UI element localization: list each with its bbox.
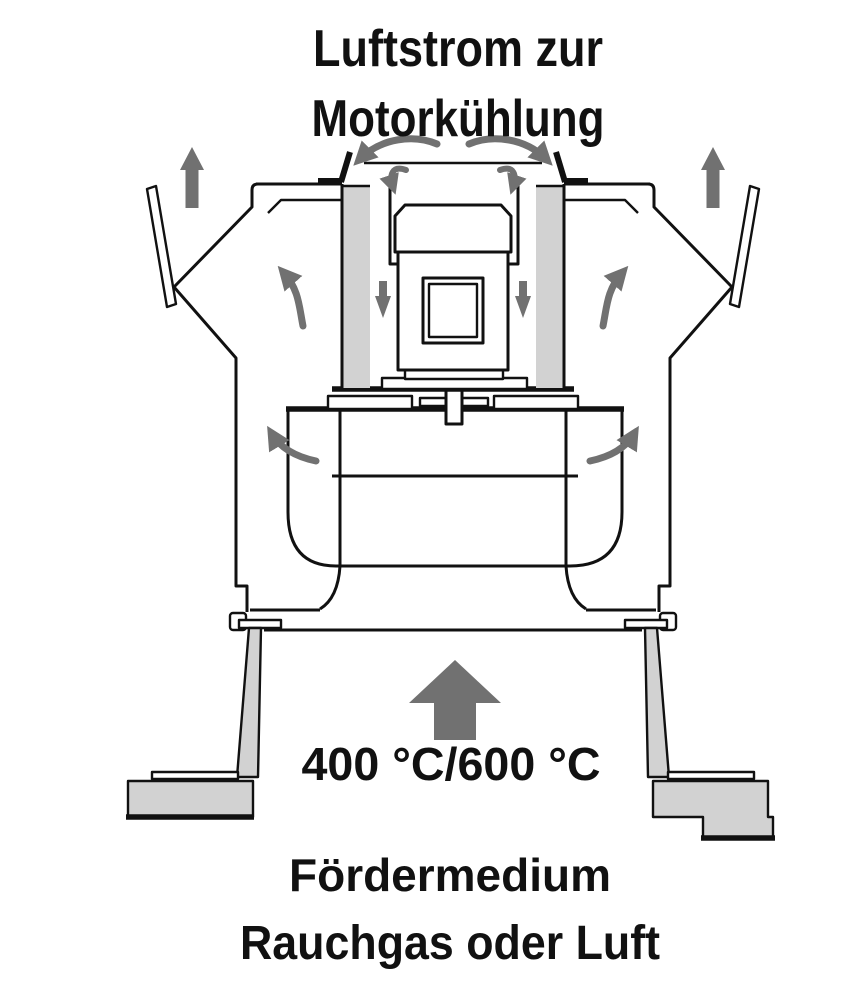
- curved-airflow-arrow-icon: [277, 265, 307, 330]
- left-bearing-tab: [418, 396, 448, 408]
- right-damper-flap: [553, 151, 568, 183]
- up-arrow-icon: [180, 147, 204, 208]
- left-mount-plate: [326, 394, 414, 411]
- right-vane-flap: [728, 184, 761, 309]
- motor-fan-cowl: [393, 203, 513, 254]
- airflow-arrows: [180, 135, 725, 740]
- curved-airflow-arrow-icon: [599, 265, 629, 330]
- curved-airflow-arrow-icon: [379, 165, 409, 195]
- motor-terminal-box: [421, 276, 485, 345]
- inlet-vane-flaps: [145, 184, 761, 309]
- left-foundation-block: [126, 779, 255, 819]
- title-line1: Luftstrom zur: [313, 20, 603, 78]
- motor-assembly: [332, 203, 574, 392]
- curved-airflow-arrow-icon: [465, 135, 553, 166]
- right-foundation-block: [651, 779, 775, 840]
- right-mount-plate: [492, 394, 580, 411]
- right-cooling-column: [536, 186, 563, 388]
- base-pedestal: [126, 618, 775, 841]
- curved-airflow-arrow-icon: [497, 165, 527, 195]
- right-floor-plate: [666, 770, 756, 781]
- left-floor-plate: [150, 770, 240, 781]
- fan-scroll-casing: [286, 388, 624, 611]
- left-support-leg: [235, 626, 263, 779]
- diagram-labels: Luftstrom zur Motorkühlung 400 °C/600 °C…: [240, 20, 660, 970]
- medium-label-line2: Rauchgas oder Luft: [240, 917, 660, 970]
- fan-shaft: [444, 388, 464, 426]
- right-support-leg: [643, 626, 671, 779]
- curved-airflow-arrow-icon: [353, 135, 441, 166]
- left-cooling-column: [343, 186, 370, 388]
- curved-airflow-arrow-icon: [267, 425, 320, 465]
- down-arrow-icon: [375, 281, 391, 318]
- medium-label-line1: Fördermedium: [289, 849, 611, 901]
- cooling-air-hood: [256, 151, 650, 389]
- curved-airflow-arrow-icon: [586, 425, 639, 465]
- down-arrow-icon: [515, 281, 531, 318]
- right-bearing-tab: [460, 396, 490, 408]
- big-up-arrow-icon: [409, 660, 501, 740]
- title-line2: Motorkühlung: [312, 90, 605, 148]
- temperature-label: 400 °C/600 °C: [302, 738, 601, 790]
- up-arrow-icon: [701, 147, 725, 208]
- left-damper-flap: [338, 151, 353, 183]
- left-vane-flap: [145, 184, 178, 309]
